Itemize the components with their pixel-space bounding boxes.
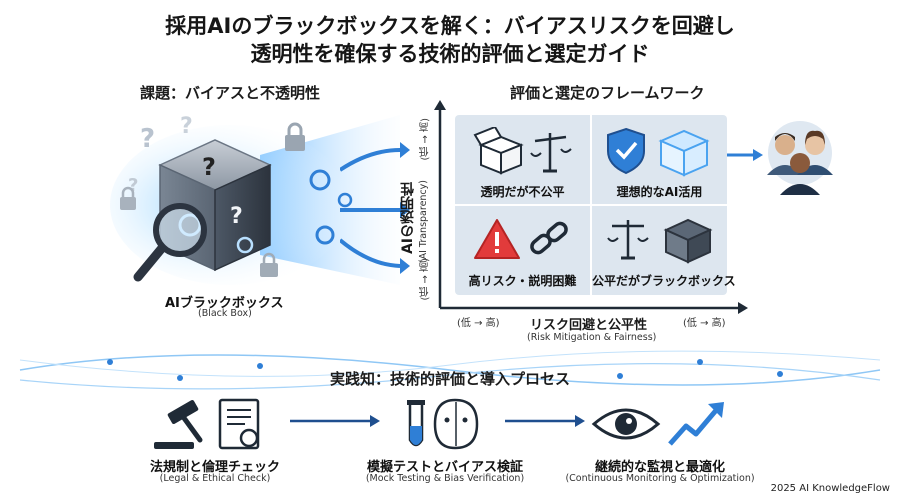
closed-box-icon	[663, 218, 713, 264]
footer-credit: 2025 AI KnowledgeFlow	[770, 483, 890, 494]
face-scan-icon	[433, 398, 479, 450]
network-wave-decoration	[19, 350, 881, 390]
title-line-1: 採用AIのブラックボックスを解く：バイアスリスクを回避し	[165, 14, 735, 38]
step-3-icons	[591, 402, 724, 446]
lock-icon	[120, 186, 136, 210]
warning-icon	[474, 219, 520, 259]
process-heading: 実践知：技術的評価と導入プロセス	[329, 370, 570, 388]
quadrant-bottom-right-label: 公平だがブラックボックス	[592, 274, 736, 288]
black-box-sub: (Black Box)	[198, 308, 252, 319]
transparent-box-icon	[658, 129, 710, 177]
trend-up-icon	[668, 402, 724, 446]
gear-icon	[315, 225, 335, 245]
process-arrow-2	[505, 415, 585, 427]
black-box-illustration: ? ? ? ? ?	[110, 114, 400, 285]
test-tube-icon	[407, 400, 425, 447]
lock-icon	[285, 122, 305, 151]
x-axis-label: リスク回避と公平性	[530, 318, 648, 333]
black-box-cube: ? ?	[158, 139, 272, 272]
shield-check-icon	[607, 127, 645, 175]
x-axis-sub: (Risk Mitigation & Fairness)	[527, 332, 657, 343]
broken-chain-icon	[530, 221, 568, 255]
question-mark-icon: ?	[180, 114, 193, 139]
y-axis-sub: (AI Transparency)	[418, 180, 429, 264]
title-line-2: 透明性を確保する技術的評価と選定ガイド	[250, 42, 650, 66]
x-axis-right-tick: (低 → 高)	[683, 318, 726, 329]
quadrant-top-right: 理想的なAI活用	[592, 115, 727, 204]
gear-icon	[309, 169, 331, 191]
magnifier-icon	[133, 203, 207, 282]
x-axis-left-tick: (低 → 高)	[457, 318, 500, 329]
quadrant-bottom-left-label: 高リスク・説明困難	[468, 274, 577, 288]
svg-text:?: ?	[202, 153, 216, 181]
quadrant-bottom-right: 公平だがブラックボックス	[592, 206, 736, 295]
y-axis-label: AIの透明性	[400, 182, 416, 255]
certificate-icon	[218, 398, 260, 450]
quadrant-top-left-label: 透明だが不公平	[480, 185, 565, 199]
challenge-heading: 課題：バイアスと不透明性	[140, 84, 321, 102]
svg-text:?: ?	[230, 204, 243, 229]
step-2-icons	[407, 398, 479, 450]
framework-heading: 評価と選定のフレームワーク	[510, 84, 705, 102]
users-group	[727, 121, 833, 195]
question-mark-icon: ?	[128, 175, 138, 196]
step-2-label: 模擬テストとバイアス検証	[366, 460, 523, 475]
step-3-sub: (Continuous Monitoring & Optimization)	[565, 473, 755, 484]
unbalanced-scale-icon	[530, 133, 572, 173]
lock-icon	[260, 252, 278, 277]
step-2-sub: (Mock Testing & Bias Verification)	[365, 473, 525, 484]
step-1-icons	[154, 398, 260, 450]
framework-grid: 透明だが不公平 理想的なAI活用	[455, 115, 736, 295]
quadrant-top-right-label: 理想的なAI活用	[616, 185, 703, 199]
gavel-icon	[154, 400, 203, 449]
quadrant-bottom-left: 高リスク・説明困難	[455, 206, 590, 295]
person-icon	[780, 153, 820, 195]
balanced-scale-icon	[607, 220, 649, 260]
step-3-label: 継続的な監視と最適化	[594, 460, 725, 475]
open-box-icon	[473, 127, 524, 175]
black-box-label: AIブラックボックス	[165, 296, 284, 311]
eye-icon	[591, 408, 661, 440]
gear-icon	[337, 192, 353, 208]
step-1-label: 法規制と倫理チェック	[149, 460, 280, 475]
quadrant-top-left: 透明だが不公平	[455, 115, 590, 204]
flow-arrows	[340, 142, 410, 274]
question-mark-icon: ?	[140, 124, 155, 154]
framework-axes	[434, 100, 748, 314]
process-arrow-1	[290, 415, 380, 427]
gear-icon	[236, 236, 254, 254]
step-1-sub: (Legal & Ethical Check)	[159, 473, 271, 484]
